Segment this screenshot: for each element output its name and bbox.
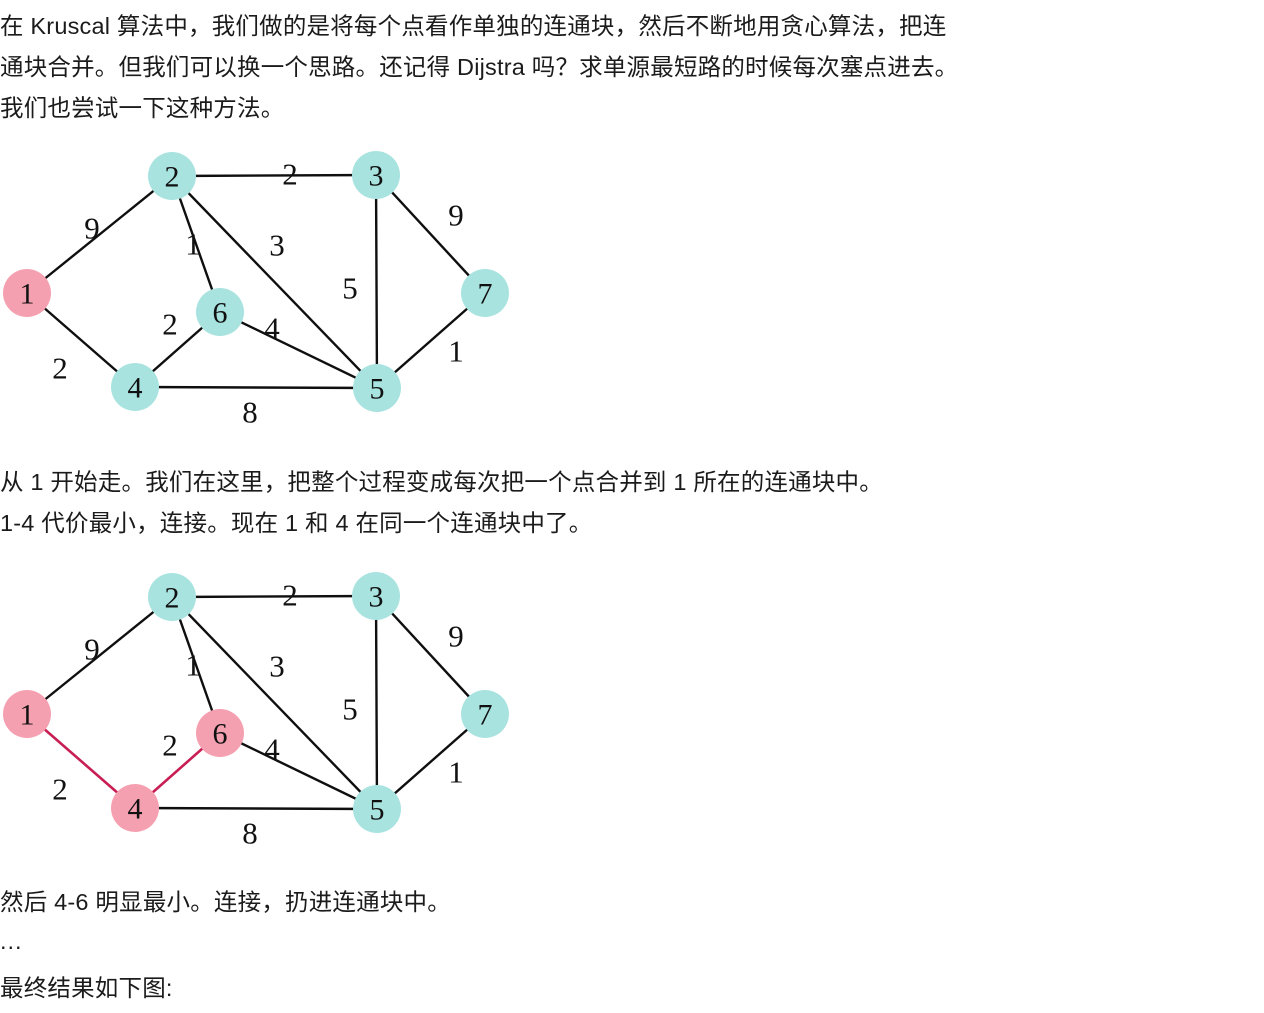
edge-weight-2-5: 3 xyxy=(269,228,285,263)
graph-node-label-6: 6 xyxy=(213,297,228,330)
graph-node-label-5: 5 xyxy=(370,794,385,827)
graph-edge-3-7 xyxy=(374,173,487,295)
graph-node-7: 7 xyxy=(461,690,509,738)
graph-node-label-2: 2 xyxy=(165,161,180,194)
edge-weight-6-5: 4 xyxy=(264,732,280,767)
graph-edge-2-3 xyxy=(170,173,378,178)
edge-weight-2-3: 2 xyxy=(282,157,298,192)
graph-edge-6-5 xyxy=(218,731,379,811)
graph-node-label-1: 1 xyxy=(20,699,35,732)
graph-edge-4-5 xyxy=(133,806,379,811)
paragraph-intro: 在 Kruscal 算法中，我们做的是将每个点看作单独的连通块，然后不断地用贪心… xyxy=(0,13,959,121)
edge-weight-6-5: 4 xyxy=(264,311,280,346)
graph-node-label-1: 1 xyxy=(20,278,35,311)
graph-edge-2-3 xyxy=(170,594,378,599)
graph-node-1: 1 xyxy=(3,690,51,738)
edge-weight-3-5: 5 xyxy=(342,271,358,306)
graph-node-1: 1 xyxy=(3,269,51,317)
edge-weight-3-7: 9 xyxy=(448,619,464,654)
graph-node-label-5: 5 xyxy=(370,373,385,406)
edge-weight-2-3: 2 xyxy=(282,578,298,613)
graph-node-6: 6 xyxy=(196,709,244,757)
graph-node-4: 4 xyxy=(111,784,159,832)
graph-edge-3-5 xyxy=(374,173,379,390)
graph-node-6: 6 xyxy=(196,288,244,336)
graph-edge-6-5 xyxy=(218,310,379,390)
edge-weight-3-7: 9 xyxy=(448,198,464,233)
graph-node-5: 5 xyxy=(353,785,401,833)
graph-edge-3-7 xyxy=(374,594,487,716)
graph-edge-4-5 xyxy=(133,385,379,390)
edge-weight-2-5: 3 xyxy=(269,649,285,684)
edge-weight-1-2: 9 xyxy=(84,211,100,246)
edge-weight-4-6: 2 xyxy=(162,728,178,763)
edge-weight-5-7: 1 xyxy=(448,334,464,369)
graph-edge-2-6 xyxy=(170,595,222,735)
graph-edge-2-5 xyxy=(170,595,379,811)
graph-node-label-6: 6 xyxy=(213,718,228,751)
graph-node-label-7: 7 xyxy=(478,278,493,311)
graph-edge-1-2 xyxy=(25,174,174,295)
graph-edge-1-2 xyxy=(25,595,174,716)
edge-weight-1-4: 2 xyxy=(52,772,68,807)
graph-node-2: 2 xyxy=(148,152,196,200)
edge-weight-5-7: 1 xyxy=(448,755,464,790)
graph-node-label-3: 3 xyxy=(369,581,384,614)
graph-edge-2-5 xyxy=(170,174,379,390)
paragraph-ellipsis: ... xyxy=(0,928,23,954)
paragraph-step-two: 然后 4-6 明显最小。连接，扔进连通块中。 xyxy=(0,889,451,915)
graph-node-label-4: 4 xyxy=(128,372,143,405)
edge-weight-1-4: 2 xyxy=(52,351,68,386)
edge-weight-4-5: 8 xyxy=(242,395,258,430)
paragraph-step-one: 从 1 开始走。我们在这里，把整个过程变成每次把一个点合并到 1 所在的连通块中… xyxy=(0,469,883,536)
graph-edge-2-6 xyxy=(170,174,222,314)
edge-weight-2-6: 1 xyxy=(185,227,201,262)
graph-node-label-7: 7 xyxy=(478,699,493,732)
graph-node-7: 7 xyxy=(461,269,509,317)
graph-node-5: 5 xyxy=(353,364,401,412)
graph-node-label-2: 2 xyxy=(165,582,180,615)
graph-edge-3-5 xyxy=(374,594,379,811)
graph-node-4: 4 xyxy=(111,363,159,411)
edge-weight-2-6: 1 xyxy=(185,648,201,683)
graph-node-3: 3 xyxy=(352,151,400,199)
edge-weight-3-5: 5 xyxy=(342,692,358,727)
edge-weight-1-2: 9 xyxy=(84,632,100,667)
graph-node-2: 2 xyxy=(148,573,196,621)
edge-weight-4-6: 2 xyxy=(162,307,178,342)
graph-node-label-4: 4 xyxy=(128,793,143,826)
graph-node-label-3: 3 xyxy=(369,160,384,193)
edge-weight-4-5: 8 xyxy=(242,816,258,851)
paragraph-final: 最终结果如下图: xyxy=(0,975,173,1001)
graph-node-3: 3 xyxy=(352,572,400,620)
